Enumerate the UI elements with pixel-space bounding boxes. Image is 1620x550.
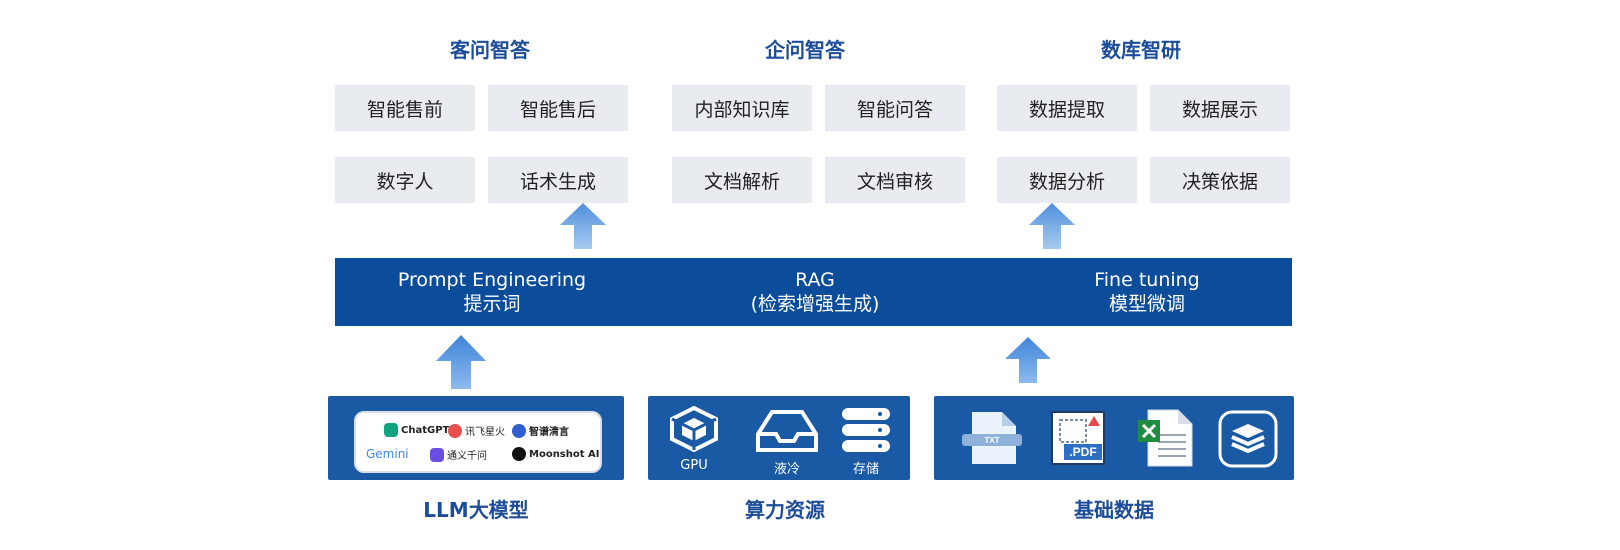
pdf-file-icon: .PDF: [1051, 411, 1105, 465]
column-title-2: 企问智答: [765, 38, 845, 62]
llm-panel: ChatGPT 讯飞星火 智谱清言 Gemini 通义千问 Moonshot A…: [328, 396, 624, 480]
excel-file-icon: [1138, 409, 1193, 467]
tile-data-extraction: 数据提取: [997, 85, 1137, 131]
tile-document-parsing: 文档解析: [672, 157, 812, 203]
logo-zhipu: 智谱清言: [512, 423, 569, 438]
arrow-up-icon: [1005, 337, 1051, 383]
gpu-icon: [670, 406, 718, 452]
logo-label: ChatGPT: [401, 424, 450, 436]
tile-smart-presales: 智能售前: [335, 85, 475, 131]
technique-band: Prompt Engineering 提示词 RAG (检索增强生成) Fine…: [335, 258, 1292, 326]
tile-script-generation: 话术生成: [488, 157, 628, 203]
band-line2: 提示词: [463, 293, 521, 315]
txt-file-icon: TXT: [962, 412, 1022, 464]
logo-chatgpt: ChatGPT: [384, 423, 449, 437]
tile-decision-basis: 决策依据: [1150, 157, 1290, 203]
liquid-cooling-label: 液冷: [773, 462, 800, 477]
tile-document-review: 文档审核: [825, 157, 965, 203]
txt-file-label: TXT: [984, 436, 999, 445]
xunfei-icon: [448, 423, 462, 438]
tile-internal-knowledge-base: 内部知识库: [672, 85, 812, 131]
column-title-3: 数库智研: [1101, 38, 1181, 62]
logo-moonshot: Moonshot AI: [512, 447, 599, 461]
data-panel: TXT .PDF: [934, 396, 1294, 480]
compute-label: 算力资源: [745, 498, 825, 522]
tongyi-icon: [430, 447, 444, 462]
band-line1: Prompt Engineering: [397, 269, 587, 291]
dataset-layers-icon: [1218, 410, 1278, 468]
logo-label: 通义千问: [447, 451, 487, 462]
logo-label: 智谱清言: [529, 427, 569, 438]
tile-smart-aftersales: 智能售后: [488, 85, 628, 131]
chatgpt-icon: [384, 423, 398, 437]
compute-panel: GPU 液冷 存储: [648, 396, 910, 480]
pdf-file-label: .PDF: [1069, 445, 1096, 459]
arrow-up-icon: [436, 335, 486, 389]
data-label: 基础数据: [1074, 498, 1154, 522]
tile-smart-qa: 智能问答: [825, 85, 965, 131]
band-fine-tuning: Fine tuning 模型微调: [1017, 268, 1277, 316]
logo-label: Moonshot AI: [529, 448, 600, 460]
storage-label: 存储: [852, 462, 879, 477]
arrow-up-icon: [560, 203, 606, 249]
tile-digital-human: 数字人: [335, 157, 475, 203]
logo-xunfei: 讯飞星火: [448, 423, 505, 438]
zhipu-icon: [512, 423, 526, 438]
llm-label: LLM大模型: [423, 498, 529, 522]
band-rag: RAG (检索增强生成): [685, 268, 945, 316]
tile-data-analysis: 数据分析: [997, 157, 1137, 203]
band-line1: Fine tuning: [1094, 269, 1200, 291]
logo-gemini: Gemini: [366, 447, 409, 461]
llm-logo-card: ChatGPT 讯飞星火 智谱清言 Gemini 通义千问 Moonshot A…: [354, 411, 602, 473]
storage-icon: [842, 408, 890, 452]
gpu-label: GPU: [680, 458, 708, 473]
band-line2: 模型微调: [1108, 293, 1185, 315]
band-line2: (检索增强生成): [750, 293, 880, 315]
arrow-up-icon: [1029, 203, 1075, 249]
band-prompt-engineering: Prompt Engineering 提示词: [362, 268, 622, 316]
column-title-1: 客问智答: [450, 38, 530, 62]
logo-label: 讯飞星火: [465, 427, 505, 438]
tile-data-display: 数据展示: [1150, 85, 1290, 131]
logo-tongyi: 通义千问: [430, 447, 487, 462]
moonshot-icon: [512, 447, 526, 461]
liquid-cooling-icon: [756, 410, 818, 452]
band-line1: RAG: [795, 269, 835, 291]
logo-label: Gemini: [366, 447, 409, 461]
